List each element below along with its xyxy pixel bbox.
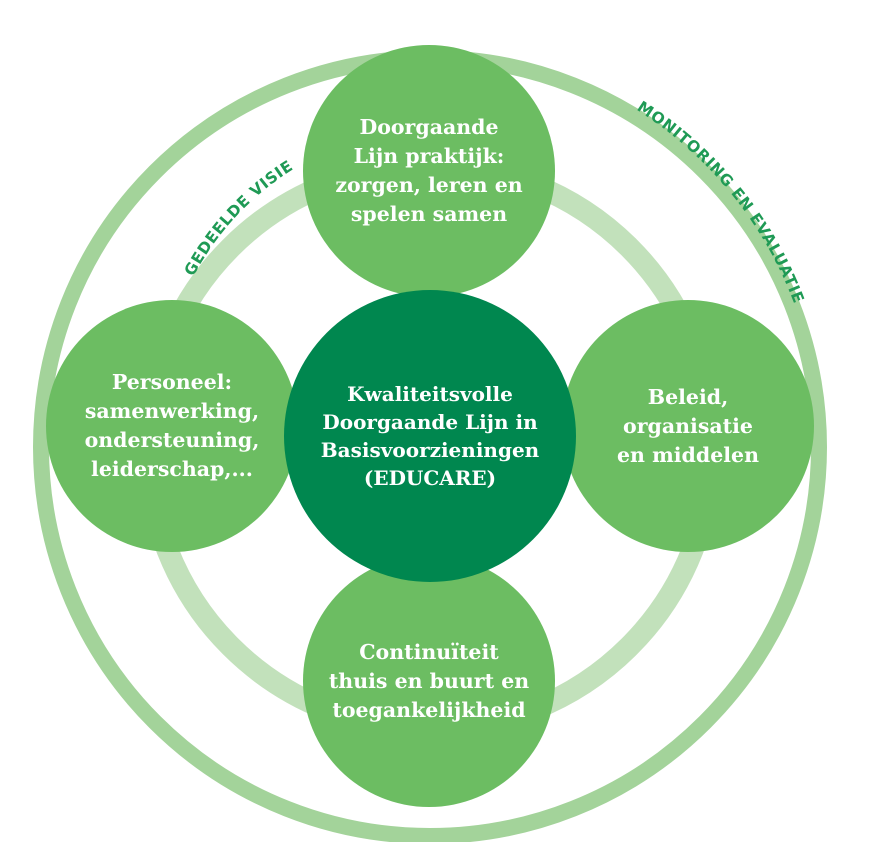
node-continuiteit: Continuïteit thuis en buurt en toegankel… <box>303 555 555 807</box>
node-center-label: Kwaliteitsvolle Doorgaande Lijn in Basis… <box>320 382 540 490</box>
node-bottom-label: Continuïteit thuis en buurt en toegankel… <box>328 639 530 722</box>
node-personeel: Personeel: samenwerking, ondersteuning, … <box>46 300 298 552</box>
node-doorgaande-lijn-praktijk: Doorgaande Lijn praktijk: zorgen, leren … <box>303 45 555 297</box>
node-top-label: Doorgaande Lijn praktijk: zorgen, leren … <box>335 115 523 226</box>
node-left-label: Personeel: samenwerking, ondersteuning, … <box>84 370 260 481</box>
node-beleid-organisatie-middelen: Beleid, organisatie en middelen <box>562 300 814 552</box>
node-kwaliteitsvolle-doorgaande-lijn: Kwaliteitsvolle Doorgaande Lijn in Basis… <box>284 290 576 582</box>
node-right-label: Beleid, organisatie en middelen <box>616 384 759 467</box>
